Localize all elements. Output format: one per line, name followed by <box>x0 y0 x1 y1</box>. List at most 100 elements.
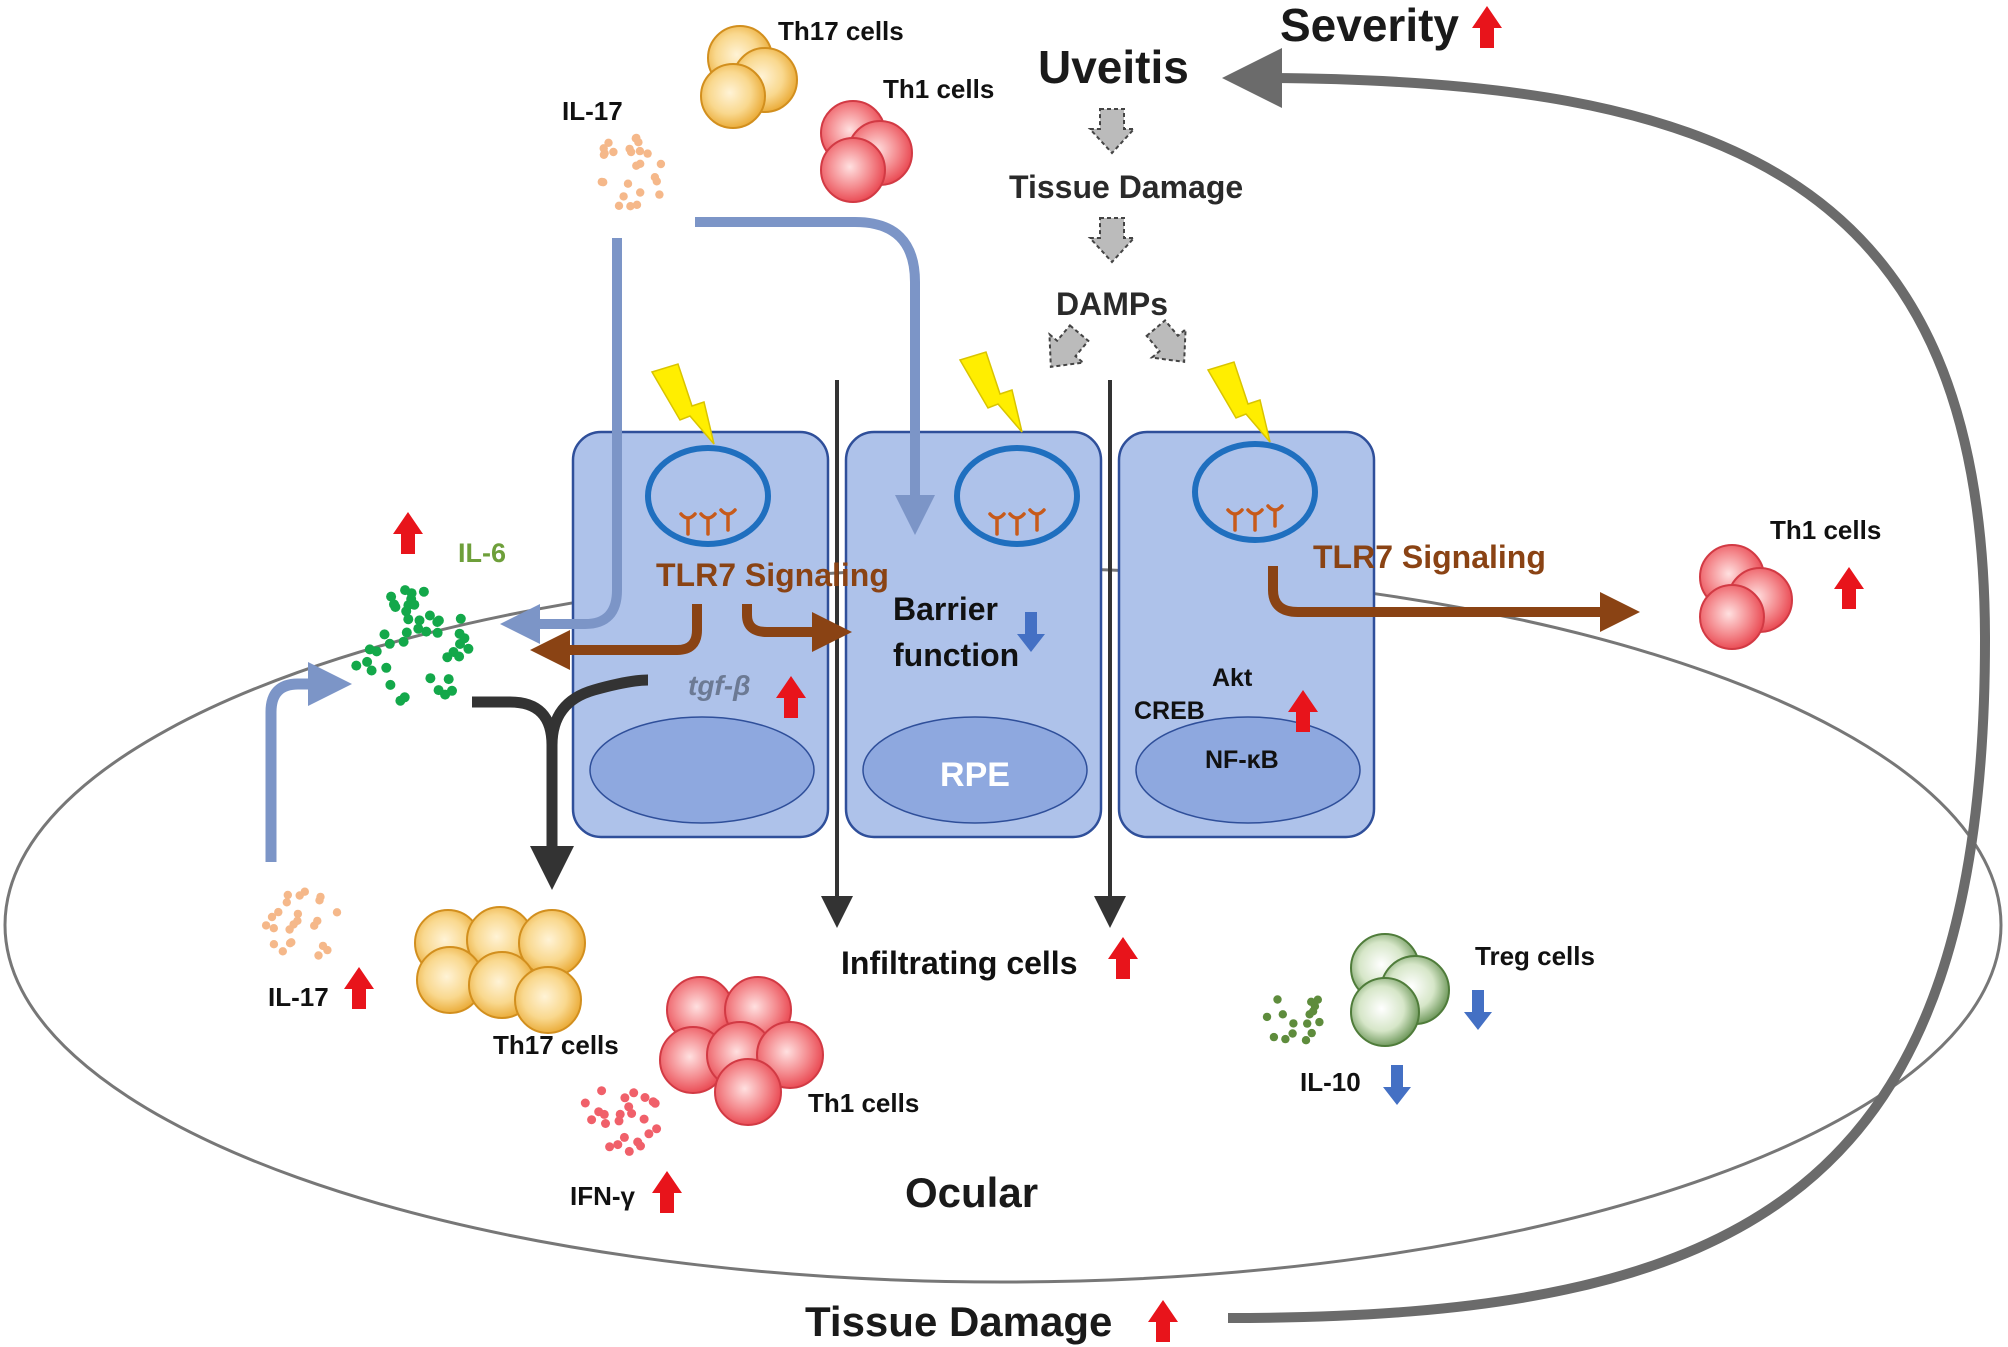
tlr7-pathway-barrier <box>742 604 852 652</box>
dot <box>632 133 641 143</box>
treg-cells-cluster <box>1350 933 1450 1047</box>
dot <box>455 613 466 624</box>
th17-cells-top-cluster <box>700 25 798 129</box>
dot <box>381 662 392 673</box>
rpe-label: RPE <box>940 756 1010 794</box>
il10-dots <box>1262 995 1324 1045</box>
feedback-arrow <box>1222 48 1991 1323</box>
il17-pathway-il6 <box>265 662 352 862</box>
nucleus-2 <box>862 716 1088 824</box>
lightning-icon-3 <box>1207 361 1271 443</box>
infiltrating-cells-label: Infiltrating cells <box>841 945 1077 981</box>
barrier-function-label: Barrier function <box>893 591 1019 673</box>
dot <box>310 921 319 930</box>
dot <box>587 1115 597 1125</box>
dot <box>1273 995 1282 1004</box>
dot <box>409 599 420 610</box>
th1-cells-bottom-cluster <box>659 976 824 1126</box>
endosome-2 <box>954 445 1080 547</box>
il17-pathway-down <box>500 238 622 644</box>
dot <box>384 638 395 649</box>
infiltrating-up-icon <box>1108 937 1138 979</box>
dot <box>629 1088 639 1098</box>
dot <box>636 159 645 168</box>
tgf-beta-label: tgf-β <box>688 670 750 701</box>
lightning-icon-2 <box>959 351 1023 433</box>
dot <box>401 627 412 638</box>
dot <box>619 1132 629 1142</box>
dot <box>366 665 377 676</box>
il17-pathway-barrier <box>695 217 935 535</box>
uveitis-label: Uveitis <box>1038 41 1189 93</box>
il10-label: IL-10 <box>1300 1067 1361 1097</box>
dot <box>1303 1019 1312 1028</box>
dot <box>385 679 396 690</box>
tlr7-signaling-right-label: TLR7 Signaling <box>1313 539 1546 575</box>
dot <box>604 138 613 147</box>
dot <box>626 202 635 211</box>
dot <box>424 610 435 621</box>
dot <box>433 685 444 696</box>
il17-top-label: IL-17 <box>562 96 623 126</box>
dot <box>633 1137 643 1147</box>
dot <box>401 606 412 617</box>
dot <box>282 898 291 907</box>
th1-right-up-icon <box>1834 567 1864 609</box>
dot <box>652 177 661 186</box>
dot <box>600 149 609 158</box>
nucleus-1 <box>589 716 815 824</box>
tissue-damage-bottom-label: Tissue Damage <box>805 1298 1112 1345</box>
dot <box>1315 1017 1324 1027</box>
barrier-word: Barrier <box>893 591 998 627</box>
dot <box>1262 1012 1272 1022</box>
dot <box>615 1109 625 1119</box>
damps-label: DAMPs <box>1056 286 1168 322</box>
dot <box>442 652 453 663</box>
endosome-3 <box>1192 441 1318 543</box>
dot <box>627 1109 637 1118</box>
th1-cells-right-cluster <box>1699 544 1793 650</box>
ifn-gamma-up-icon <box>652 1171 682 1213</box>
dot <box>351 660 362 671</box>
tlr7-pathway-il6 <box>530 604 702 670</box>
creb-label: CREB <box>1134 697 1205 725</box>
dot <box>421 626 432 637</box>
dot <box>267 912 277 922</box>
dot <box>398 636 409 647</box>
il10-down-icon <box>1383 1065 1411 1105</box>
dashed-arrow-icon-1 <box>1089 108 1135 154</box>
dot <box>269 940 279 949</box>
il17-dots-top <box>597 133 666 211</box>
dot <box>332 908 342 917</box>
dot <box>623 179 633 188</box>
dot <box>295 891 304 900</box>
ifn-gamma-dots <box>580 1086 662 1156</box>
dot <box>597 1086 607 1096</box>
dot <box>620 1093 630 1103</box>
dot <box>1278 1010 1288 1019</box>
tlr7-signaling-left-label: TLR7 Signaling <box>656 557 889 593</box>
dot <box>432 627 443 638</box>
il6-dots <box>351 585 474 706</box>
dot <box>443 674 454 685</box>
il17-bottom-up-icon <box>344 967 374 1009</box>
dot <box>418 586 429 597</box>
dot <box>614 201 624 210</box>
dot <box>613 1140 623 1150</box>
dot <box>626 147 636 157</box>
dot <box>652 1124 662 1134</box>
dot <box>414 615 425 626</box>
dot <box>636 188 645 197</box>
dot <box>390 602 401 612</box>
dot <box>619 192 628 201</box>
il17-bottom-label: IL-17 <box>268 982 329 1012</box>
th1-cells-bottom-label: Th1 cells <box>808 1088 919 1118</box>
dot <box>289 920 298 929</box>
il6-label: IL-6 <box>458 538 506 568</box>
dot <box>1281 1034 1290 1044</box>
dot <box>601 1119 610 1128</box>
treg-cells-label: Treg cells <box>1475 941 1595 971</box>
dot <box>639 1114 649 1124</box>
th1-cells-top-cluster <box>820 100 913 203</box>
dot <box>447 685 457 696</box>
